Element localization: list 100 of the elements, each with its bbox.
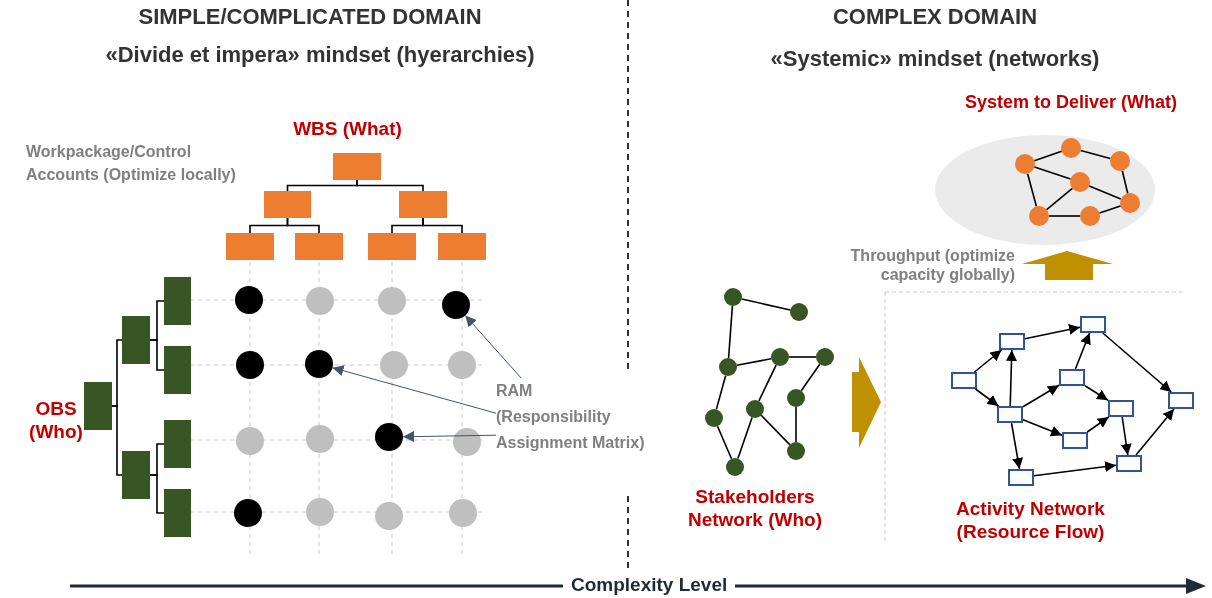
arrow: [1074, 332, 1091, 370]
assignment-dot: [236, 351, 264, 379]
arrow: [1120, 416, 1132, 456]
tree-connector: [149, 339, 165, 371]
network-link: [1121, 169, 1129, 195]
network-link: [716, 425, 733, 460]
obs-box: [164, 346, 191, 394]
network-link: [1079, 149, 1112, 160]
arrow: [1022, 418, 1063, 437]
network-title: System to Deliver (What): [963, 92, 1178, 113]
network-link: [1088, 185, 1122, 200]
arrow: [973, 349, 1003, 373]
obs-box: [164, 277, 191, 325]
matrix-dot: [375, 502, 403, 530]
network-link: [727, 305, 734, 359]
activity-box: [1168, 392, 1194, 409]
arrow: [1024, 324, 1081, 340]
activity-box: [1008, 469, 1034, 486]
obs-box: [122, 451, 150, 499]
wbs-box: [264, 191, 311, 218]
tree-connector: [149, 474, 165, 514]
matrix-dot: [449, 499, 477, 527]
stakeholder-node: [790, 303, 808, 321]
stakeholder-node: [746, 400, 764, 418]
tree-connector: [111, 405, 123, 476]
matrix-dot: [448, 351, 476, 379]
activity-box: [1108, 400, 1134, 417]
stakeholder-node: [724, 288, 742, 306]
wbs-box: [295, 233, 343, 260]
leader-line: [332, 365, 497, 414]
section-heading: SIMPLE/COMPLICATED DOMAIN: [137, 4, 483, 31]
stakeholder-node: [771, 348, 789, 366]
matrix-dot: [306, 425, 334, 453]
network-link: [795, 406, 797, 443]
network-title: Activity Network (Resource Flow): [955, 498, 1106, 544]
arrow: [1086, 416, 1110, 433]
tree-connector: [286, 217, 320, 234]
network-link: [736, 357, 772, 367]
stakeholder-node: [787, 442, 805, 460]
matrix-dot: [378, 287, 406, 315]
tree-title: WBS (What): [292, 118, 403, 141]
network-link: [800, 363, 821, 392]
assignment-dot: [234, 499, 262, 527]
arrow: [974, 388, 1000, 407]
section-heading: «Systemic» mindset (networks): [769, 46, 1101, 73]
stakeholder-node: [726, 458, 744, 476]
network-link: [1033, 166, 1072, 180]
network-link: [1048, 215, 1081, 217]
leader-line: [464, 315, 522, 379]
tree-connector: [422, 217, 463, 234]
activity-box: [1062, 432, 1088, 449]
stakeholder-node: [719, 358, 737, 376]
matrix-label: RAM (Responsibility Assignment Matrix): [496, 381, 646, 453]
tree-connector: [356, 179, 424, 192]
section-heading: «Divide et impera» mindset (hyerarchies): [104, 42, 536, 69]
network-link: [741, 298, 791, 311]
matrix-dot: [306, 287, 334, 315]
wbs-box: [333, 153, 381, 180]
stakeholder-node: [705, 409, 723, 427]
matrix-dot: [380, 351, 408, 379]
arrow: [1102, 332, 1172, 393]
assignment-dot: [305, 350, 333, 378]
matrix-dot: [306, 498, 334, 526]
obs-box: [164, 489, 191, 537]
assignment-dot: [235, 286, 263, 314]
network-link: [788, 356, 817, 358]
annotation-text: Workpackage/Control Accounts (Optimize locally): [26, 142, 237, 186]
section-heading: COMPLEX DOMAIN: [831, 4, 1039, 31]
assignment-dot: [442, 291, 470, 319]
network-title: Stakeholders Network (Who): [686, 486, 823, 532]
annotation-text: Throughput (optimize capacity globally): [849, 246, 1015, 285]
wbs-box: [368, 233, 416, 260]
activity-box: [1080, 316, 1106, 333]
stakeholder-node: [787, 389, 805, 407]
tree-title: OBS (Who): [28, 398, 84, 444]
arrow: [1135, 408, 1175, 456]
activity-box: [951, 372, 977, 389]
matrix-dot: [453, 428, 481, 456]
wbs-box: [399, 191, 447, 218]
obs-box: [164, 420, 191, 468]
network-link: [715, 374, 727, 411]
network-link: [758, 364, 777, 402]
network-link: [760, 414, 791, 446]
network-link: [1098, 205, 1122, 214]
network-link: [1033, 150, 1063, 162]
wbs-box: [438, 233, 486, 260]
activity-box: [997, 406, 1023, 423]
arrow: [1022, 384, 1060, 408]
obs-box: [84, 382, 112, 430]
obs-box: [122, 316, 150, 364]
arrow: [1084, 384, 1109, 402]
activity-box: [1059, 369, 1085, 386]
activity-box: [1116, 455, 1142, 472]
network-link: [737, 416, 753, 460]
arrow: [1006, 349, 1017, 407]
arrow: [1033, 461, 1117, 477]
activity-box: [999, 333, 1025, 350]
matrix-dot: [236, 427, 264, 455]
stakeholder-node: [816, 348, 834, 366]
network-link: [1026, 172, 1038, 208]
